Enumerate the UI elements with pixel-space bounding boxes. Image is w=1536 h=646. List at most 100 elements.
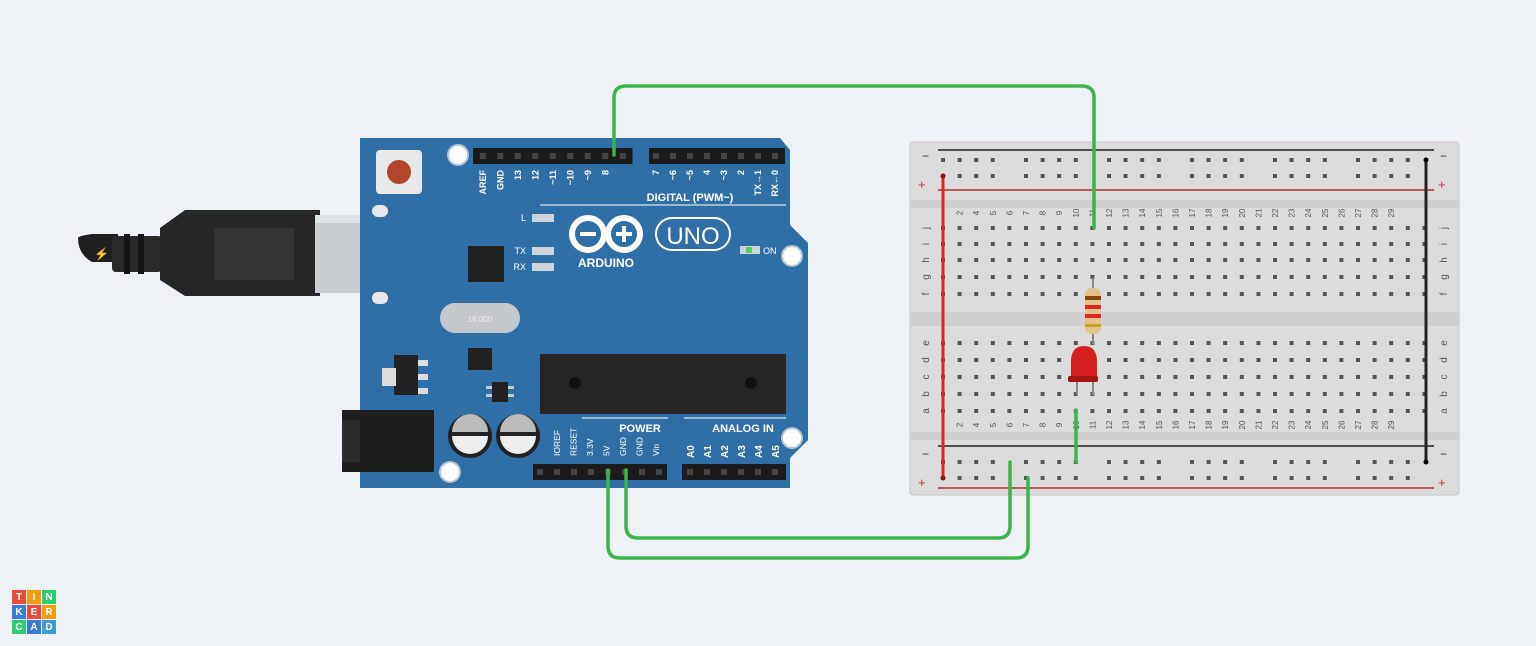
hole[interactable] xyxy=(1107,375,1111,379)
hole[interactable] xyxy=(1156,409,1161,413)
hole[interactable] xyxy=(1123,292,1128,296)
hole[interactable] xyxy=(1405,476,1410,480)
hole[interactable] xyxy=(974,341,979,345)
hole[interactable] xyxy=(957,226,962,230)
hole[interactable] xyxy=(1223,292,1228,296)
hole[interactable] xyxy=(1156,375,1161,379)
hole[interactable] xyxy=(1372,460,1377,464)
header-pin[interactable] xyxy=(687,469,693,475)
hole[interactable] xyxy=(1306,476,1311,480)
hole[interactable] xyxy=(1289,375,1294,379)
hole[interactable] xyxy=(990,242,995,246)
hole[interactable] xyxy=(1040,242,1045,246)
hole[interactable] xyxy=(1206,292,1211,296)
hole[interactable] xyxy=(1007,242,1012,246)
hole[interactable] xyxy=(1156,392,1161,396)
hole[interactable] xyxy=(1057,292,1062,296)
hole[interactable] xyxy=(1073,476,1078,480)
hole[interactable] xyxy=(1306,460,1311,464)
hole[interactable] xyxy=(1389,258,1394,262)
hole[interactable] xyxy=(1107,242,1111,246)
hole[interactable] xyxy=(1306,292,1311,296)
hole[interactable] xyxy=(1356,375,1360,379)
hole[interactable] xyxy=(1073,341,1078,345)
hole[interactable] xyxy=(1156,341,1161,345)
hole[interactable] xyxy=(1389,460,1394,464)
hole[interactable] xyxy=(990,275,995,279)
hole[interactable] xyxy=(1057,460,1062,464)
hole[interactable] xyxy=(1405,242,1410,246)
hole[interactable] xyxy=(1190,358,1194,362)
hole[interactable] xyxy=(1123,258,1128,262)
hole[interactable] xyxy=(1173,375,1178,379)
hole[interactable] xyxy=(957,392,962,396)
hole[interactable] xyxy=(1140,258,1145,262)
wire-5v-to-rail[interactable] xyxy=(606,468,1030,560)
hole[interactable] xyxy=(990,460,995,464)
header-pin[interactable] xyxy=(755,153,761,159)
hole[interactable] xyxy=(957,358,962,362)
hole[interactable] xyxy=(1140,375,1145,379)
hole[interactable] xyxy=(1322,392,1327,396)
header-pin[interactable] xyxy=(584,153,591,159)
hole[interactable] xyxy=(1422,275,1427,279)
hole[interactable] xyxy=(1123,275,1128,279)
hole[interactable] xyxy=(1073,158,1078,162)
hole[interactable] xyxy=(1339,409,1344,413)
hole[interactable] xyxy=(1024,258,1028,262)
hole[interactable] xyxy=(1405,392,1410,396)
hole[interactable] xyxy=(1024,460,1028,464)
hole[interactable] xyxy=(1223,174,1228,178)
hole[interactable] xyxy=(1040,375,1045,379)
hole[interactable] xyxy=(957,174,962,178)
hole[interactable] xyxy=(1306,242,1311,246)
hole[interactable] xyxy=(1256,226,1261,230)
hole[interactable] xyxy=(1239,258,1244,262)
hole[interactable] xyxy=(1322,158,1327,162)
hole[interactable] xyxy=(1273,292,1277,296)
hole[interactable] xyxy=(1123,460,1128,464)
hole[interactable] xyxy=(1372,174,1377,178)
hole[interactable] xyxy=(1223,476,1228,480)
header-pin[interactable] xyxy=(514,153,521,159)
hole[interactable] xyxy=(1389,375,1394,379)
hole[interactable] xyxy=(990,375,995,379)
hole[interactable] xyxy=(1123,358,1128,362)
hole[interactable] xyxy=(1156,258,1161,262)
hole[interactable] xyxy=(1422,341,1427,345)
hole[interactable] xyxy=(1356,476,1360,480)
header-pin[interactable] xyxy=(497,153,504,159)
hole[interactable] xyxy=(1073,392,1078,396)
hole[interactable] xyxy=(1040,158,1045,162)
hole[interactable] xyxy=(1322,174,1327,178)
hole[interactable] xyxy=(1140,341,1145,345)
hole[interactable] xyxy=(1389,242,1394,246)
hole[interactable] xyxy=(1024,292,1028,296)
hole[interactable] xyxy=(1173,242,1178,246)
red-led[interactable] xyxy=(1068,346,1098,395)
hole[interactable] xyxy=(1173,341,1178,345)
hole[interactable] xyxy=(1306,258,1311,262)
hole[interactable] xyxy=(1107,392,1111,396)
hole[interactable] xyxy=(1173,275,1178,279)
hole[interactable] xyxy=(1356,460,1360,464)
hole[interactable] xyxy=(957,292,962,296)
hole[interactable] xyxy=(1107,275,1111,279)
hole[interactable] xyxy=(974,392,979,396)
hole[interactable] xyxy=(974,226,979,230)
hole[interactable] xyxy=(1007,226,1012,230)
hole[interactable] xyxy=(1057,392,1062,396)
hole[interactable] xyxy=(1057,174,1062,178)
hole[interactable] xyxy=(1024,476,1028,480)
hole[interactable] xyxy=(1339,226,1344,230)
hole[interactable] xyxy=(1289,226,1294,230)
hole[interactable] xyxy=(1206,174,1211,178)
hole[interactable] xyxy=(1339,358,1344,362)
hole[interactable] xyxy=(1289,358,1294,362)
hole[interactable] xyxy=(1107,292,1111,296)
header-pin[interactable] xyxy=(588,469,594,475)
header-pin[interactable] xyxy=(571,469,577,475)
hole[interactable] xyxy=(1073,174,1078,178)
hole[interactable] xyxy=(1239,242,1244,246)
hole[interactable] xyxy=(1273,242,1277,246)
